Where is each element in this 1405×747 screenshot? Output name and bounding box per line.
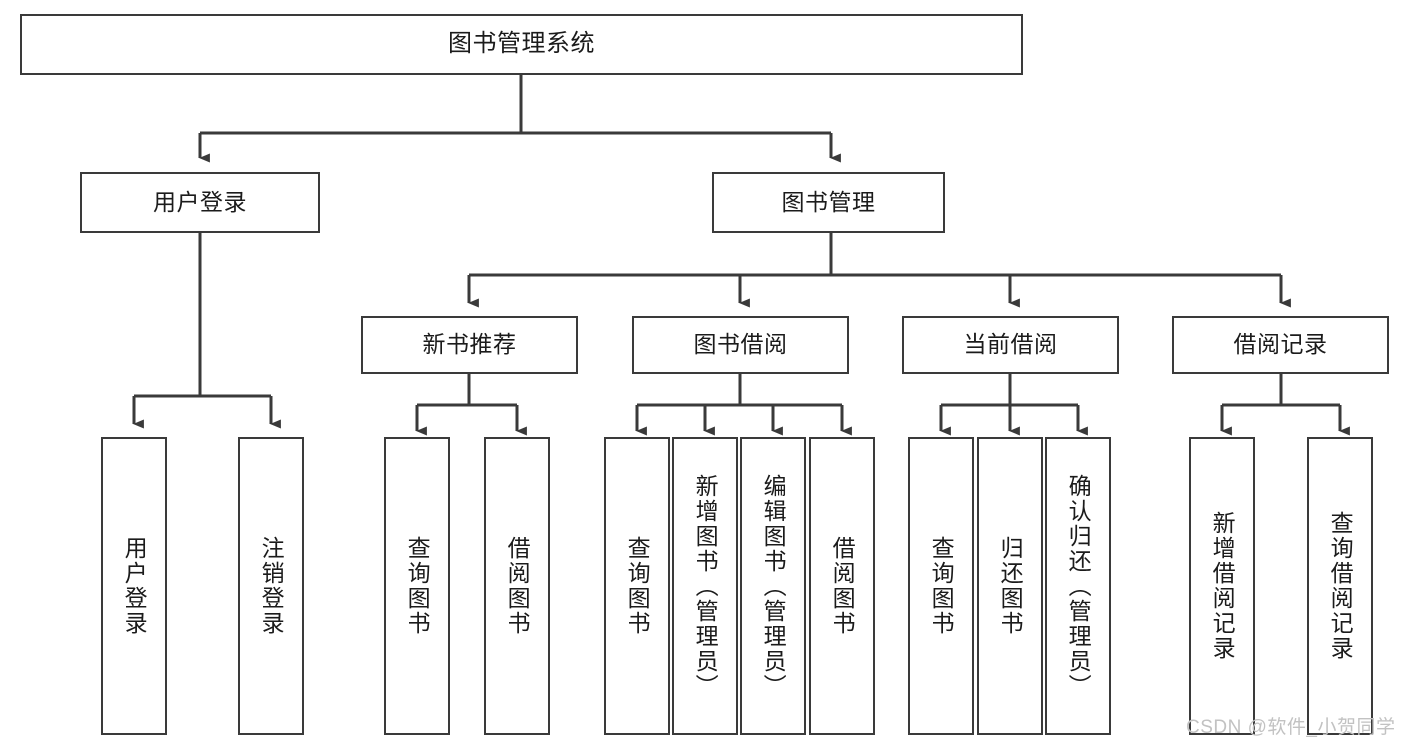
node-leaf-query-book-2[interactable]: 查询图书 [604,437,670,735]
node-label: 查询图书 [404,536,431,636]
node-label: 编辑图书（管理员） [760,473,787,699]
node-book-management[interactable]: 图书管理 [712,172,945,233]
node-leaf-confirm-return-admin[interactable]: 确认归还（管理员） [1045,437,1111,735]
node-label: 归还图书 [997,536,1024,636]
node-label: 新书推荐 [422,331,517,358]
node-leaf-borrow-book-2[interactable]: 借阅图书 [809,437,875,735]
node-new-book-recommend[interactable]: 新书推荐 [361,316,578,374]
node-label: 用户登录 [121,536,148,636]
node-leaf-query-borrow-record[interactable]: 查询借阅记录 [1307,437,1373,735]
node-label: 确认归还（管理员） [1065,473,1092,699]
node-label: 新增图书（管理员） [692,473,719,699]
node-leaf-borrow-book-1[interactable]: 借阅图书 [484,437,550,735]
node-leaf-query-book-1[interactable]: 查询图书 [384,437,450,735]
node-current-borrow[interactable]: 当前借阅 [902,316,1119,374]
node-leaf-logout-login[interactable]: 注销登录 [238,437,304,735]
node-label: 新增借阅记录 [1209,511,1236,661]
node-leaf-user-login[interactable]: 用户登录 [101,437,167,735]
node-book-borrow[interactable]: 图书借阅 [632,316,849,374]
node-label: 图书借阅 [693,331,788,358]
node-leaf-add-book-admin[interactable]: 新增图书（管理员） [672,437,738,735]
node-label: 借阅图书 [504,536,531,636]
node-label: 查询图书 [928,536,955,636]
node-leaf-query-book-3[interactable]: 查询图书 [908,437,974,735]
node-label: 图书管理 [781,188,876,215]
node-leaf-return-book[interactable]: 归还图书 [977,437,1043,735]
node-label: 借阅图书 [829,536,856,636]
node-label: 借阅记录 [1233,331,1328,358]
node-label: 查询借阅记录 [1327,511,1354,661]
node-label: 用户登录 [153,188,247,215]
node-label: 注销登录 [258,536,285,636]
node-borrow-record[interactable]: 借阅记录 [1172,316,1389,374]
csdn-watermark: CSDN @软件_小贺同学 [1186,717,1396,738]
node-label: 图书管理系统 [448,30,595,58]
node-label: 当前借阅 [963,331,1058,358]
node-leaf-add-borrow-record[interactable]: 新增借阅记录 [1189,437,1255,735]
node-book-management-system[interactable]: 图书管理系统 [20,14,1023,75]
node-leaf-edit-book-admin[interactable]: 编辑图书（管理员） [740,437,806,735]
node-user-login[interactable]: 用户登录 [80,172,320,233]
node-label: 查询图书 [624,536,651,636]
